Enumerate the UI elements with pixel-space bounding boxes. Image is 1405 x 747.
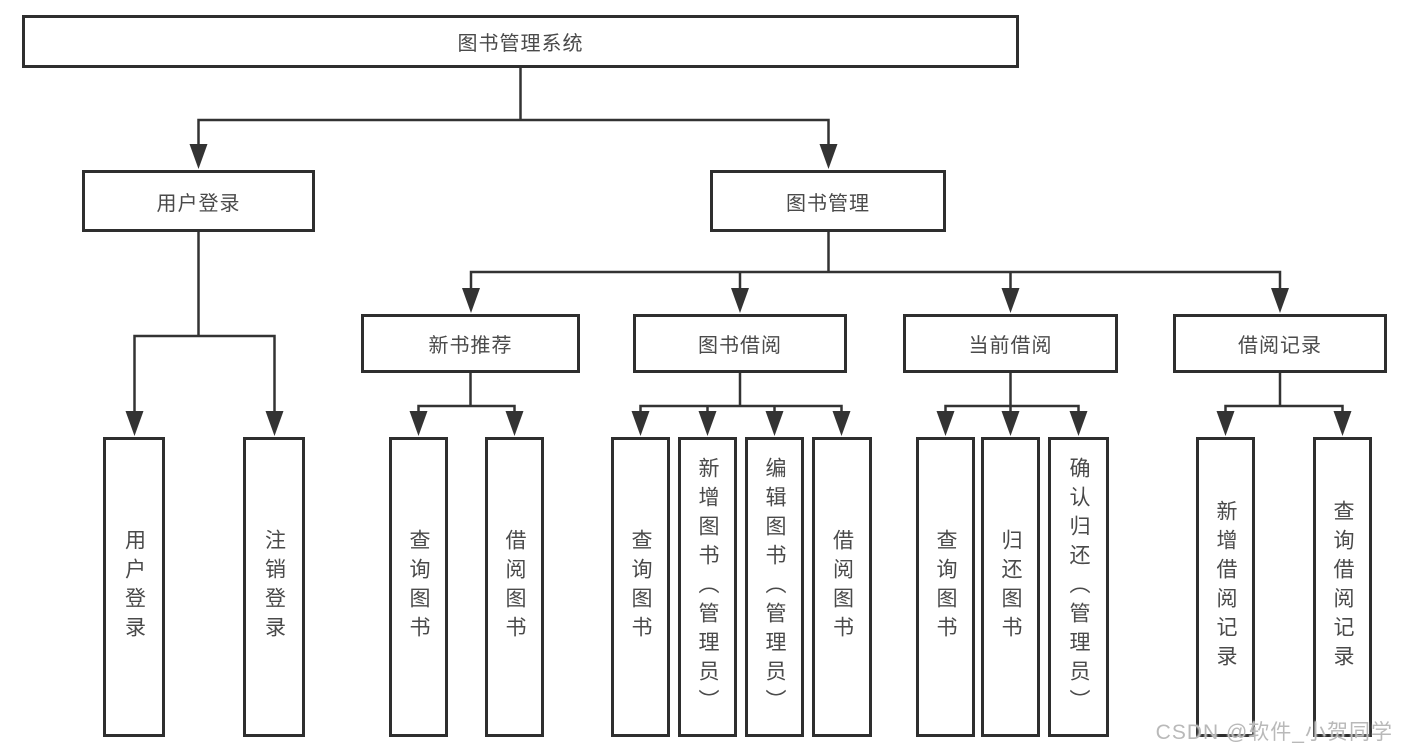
node-label: 用户登录 <box>122 529 146 645</box>
leaf-borrow-books-2: 借阅图书 <box>812 437 872 737</box>
arrow-icon <box>1271 288 1289 313</box>
arrow-icon <box>1001 288 1020 313</box>
arrow-icon <box>832 411 851 436</box>
leaf-logout: 注销登录 <box>243 437 305 737</box>
arrow-icon <box>698 411 717 436</box>
node-label: 借阅图书 <box>503 529 526 645</box>
leaf-query-borrow-record: 查询借阅记录 <box>1313 437 1372 737</box>
node-root-library-system: 图书管理系统 <box>22 15 1019 68</box>
node-label: 新增图书（管理员） <box>696 456 719 718</box>
node-new-book-recommend: 新书推荐 <box>361 314 580 373</box>
edge-current-to-leaves <box>944 371 1080 417</box>
node-label: 归还图书 <box>999 529 1022 645</box>
arrow-icon <box>409 411 428 436</box>
node-label: 图书借阅 <box>698 335 782 357</box>
node-label: 图书管理系统 <box>457 33 584 55</box>
leaf-return-book: 归还图书 <box>981 437 1040 737</box>
node-book-borrow: 图书借阅 <box>633 314 847 373</box>
node-user-login: 用户登录 <box>82 170 315 232</box>
arrow-icon <box>631 411 650 436</box>
edge-userlogin-to-leaves <box>133 230 276 417</box>
node-label: 编辑图书（管理员） <box>763 456 786 718</box>
leaf-borrow-books-1: 借阅图书 <box>485 437 544 737</box>
arrow-icon <box>1216 411 1235 436</box>
arrow-icon <box>189 144 208 169</box>
node-label: 查询图书 <box>407 529 430 645</box>
leaf-confirm-return-admin: 确认归还（管理员） <box>1048 437 1109 737</box>
leaf-add-book-admin: 新增图书（管理员） <box>678 437 737 737</box>
edge-borrow-to-leaves <box>639 371 843 417</box>
arrow-icon <box>1069 411 1088 436</box>
node-label: 借阅记录 <box>1238 335 1322 357</box>
edge-bookmgmt-to-level3 <box>469 230 1282 294</box>
node-label: 图书管理 <box>786 192 870 215</box>
arrow-icon <box>936 411 955 436</box>
leaf-query-books-3: 查询图书 <box>916 437 975 737</box>
node-label: 查询图书 <box>934 529 957 645</box>
node-label: 当前借阅 <box>968 335 1053 357</box>
node-label: 用户登录 <box>156 192 241 215</box>
node-label: 查询图书 <box>629 529 652 645</box>
edge-root-to-level2 <box>197 66 830 150</box>
arrow-icon <box>1333 411 1352 436</box>
arrow-icon <box>819 144 838 169</box>
leaf-query-books-2: 查询图书 <box>611 437 670 737</box>
arrow-icon <box>765 411 784 436</box>
node-label: 注销登录 <box>262 529 286 645</box>
node-label: 新增借阅记录 <box>1214 500 1237 674</box>
arrow-icon <box>462 288 480 313</box>
node-label: 确认归还（管理员） <box>1067 456 1090 718</box>
leaf-edit-book-admin: 编辑图书（管理员） <box>745 437 804 737</box>
leaf-add-borrow-record: 新增借阅记录 <box>1196 437 1255 737</box>
node-label: 借阅图书 <box>830 529 854 645</box>
leaf-user-login: 用户登录 <box>103 437 165 737</box>
leaf-query-books-1: 查询图书 <box>389 437 448 737</box>
node-borrow-records: 借阅记录 <box>1173 314 1387 373</box>
arrowheads <box>125 144 1352 436</box>
edge-records-to-leaves <box>1224 371 1344 417</box>
csdn-watermark: CSDN @软件_小贺同学 <box>1155 721 1393 744</box>
edge-newbook-to-leaves <box>417 371 516 417</box>
arrow-icon <box>1001 411 1020 436</box>
arrow-icon <box>505 411 524 436</box>
node-label: 新书推荐 <box>428 335 513 357</box>
arrow-icon <box>265 411 284 436</box>
node-book-management: 图书管理 <box>710 170 946 232</box>
arrow-icon <box>125 411 144 436</box>
node-label: 查询借阅记录 <box>1331 500 1354 674</box>
arrow-icon <box>731 288 749 313</box>
node-current-borrow: 当前借阅 <box>903 314 1118 373</box>
